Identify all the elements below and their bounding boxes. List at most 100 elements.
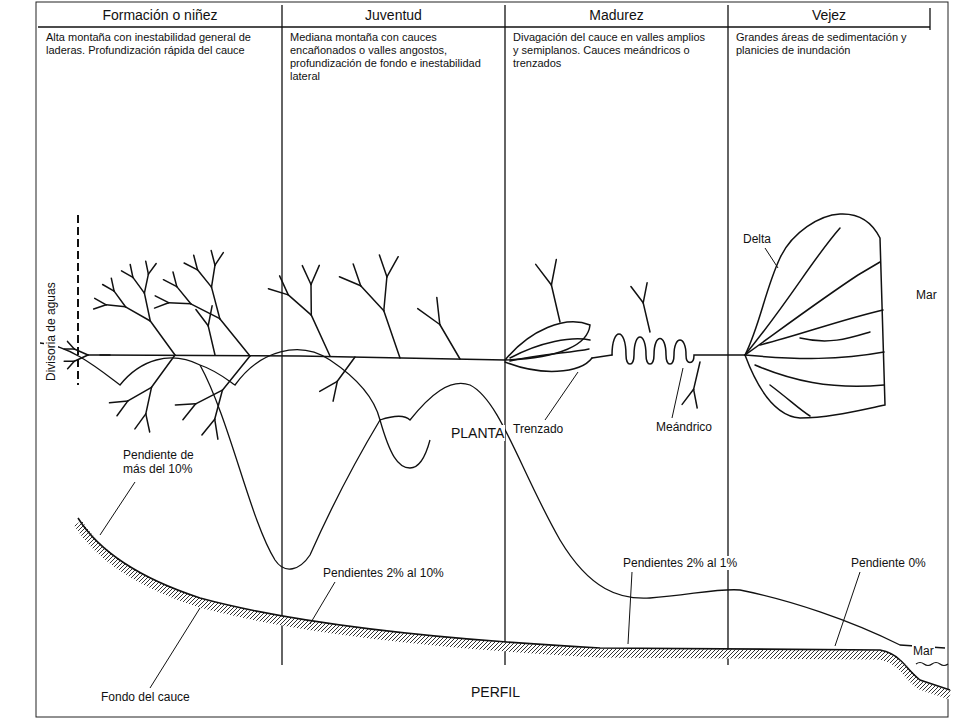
tributary	[208, 306, 212, 326]
tributary	[144, 274, 148, 293]
stage-band: JuventudMediana montaña con cauces encañ…	[286, 6, 501, 87]
tributary	[387, 257, 398, 277]
stage-band: VejezGrandes áreas de sedimentación y pl…	[732, 6, 926, 61]
tributary	[631, 287, 643, 303]
tributary	[148, 264, 156, 275]
tributary	[117, 401, 128, 416]
diagram-label: Delta	[742, 232, 772, 246]
diagram-label: Trenzado	[512, 422, 564, 436]
tributary	[222, 356, 250, 390]
tributary	[106, 305, 125, 307]
tributary	[551, 260, 556, 285]
tributary	[280, 276, 289, 295]
tributary	[208, 326, 215, 355]
tributary	[311, 265, 319, 284]
tributary	[150, 321, 175, 355]
tributary	[175, 404, 195, 405]
tributary	[220, 319, 250, 356]
tributary	[128, 387, 152, 401]
tributary	[126, 307, 151, 321]
stage-description: Grandes áreas de sedimentación y planici…	[732, 31, 914, 57]
tributary	[68, 361, 75, 369]
tributary	[212, 265, 216, 287]
stage-description: Divagación del cauce en valles amplios y…	[509, 31, 712, 70]
stage-heading: Madurez	[509, 6, 724, 24]
tributary	[146, 414, 150, 432]
tributary	[694, 389, 698, 408]
tributary	[682, 389, 694, 404]
tributary	[353, 264, 361, 286]
tributary	[202, 419, 215, 435]
diagram-label: Divisoria de aguas	[44, 281, 58, 382]
tributary	[333, 381, 337, 401]
tributary	[320, 381, 338, 391]
tributary	[196, 390, 223, 404]
tributary	[379, 255, 387, 277]
frame	[36, 2, 948, 717]
diagram-label: Mar	[915, 288, 938, 302]
tributary	[536, 264, 552, 285]
tributary	[68, 341, 75, 349]
tributary	[64, 360, 74, 362]
tributary	[183, 404, 196, 420]
stage-description: Mediana montaña con cauces encañonados o…	[286, 31, 489, 83]
tributary	[88, 354, 110, 356]
tributary	[198, 270, 212, 287]
tributary	[384, 277, 387, 311]
tributary	[302, 266, 311, 285]
tributary	[133, 277, 145, 293]
tributary	[114, 291, 125, 307]
tributary	[110, 401, 128, 403]
diagram-label: Pendientes 2% al 1%	[622, 556, 738, 570]
tributary	[194, 255, 198, 270]
tributary	[361, 286, 384, 311]
diagram-label: Pendiente 0%	[850, 556, 927, 570]
tributary	[146, 261, 149, 274]
tributary	[384, 311, 400, 358]
tributary	[155, 303, 169, 308]
stage-band: Formación o niñezAlta montaña con inesta…	[42, 6, 278, 61]
header-lines	[38, 5, 930, 665]
sea-waves	[916, 663, 948, 666]
tributary	[694, 362, 700, 389]
diagram-label: Meándrico	[655, 420, 713, 434]
profile-outlines	[40, 343, 945, 648]
tributary	[215, 253, 223, 266]
diagram-label: Pendientes 2% al 10%	[322, 566, 445, 580]
tributary	[643, 283, 647, 303]
tributary	[310, 285, 312, 316]
tributary	[191, 304, 220, 319]
stage-heading: Vejez	[732, 6, 926, 24]
diagram-label: Fondo del cauce	[100, 690, 191, 704]
stage-description: Alta montaña con inestabilidad general d…	[42, 31, 266, 57]
diagram-label: PLANTA	[450, 425, 505, 441]
stage-heading: Formación o niñez	[42, 6, 278, 24]
tributary	[643, 303, 650, 332]
tributary	[212, 287, 220, 319]
tributary	[135, 414, 146, 429]
tributary	[173, 272, 177, 287]
tributary	[437, 297, 440, 324]
tributary	[311, 315, 330, 356]
tributary	[95, 298, 107, 305]
tributary	[144, 293, 150, 321]
tributary	[177, 287, 191, 304]
tributary	[551, 285, 560, 322]
diagram-label: Pendiente de más del 10%	[122, 448, 204, 476]
tributary	[418, 309, 440, 325]
plan-rivers	[64, 214, 885, 439]
riverbed-line	[78, 518, 950, 690]
tributary	[196, 310, 208, 326]
tributary	[74, 349, 88, 355]
stage-heading: Juventud	[286, 6, 501, 24]
tributary	[288, 295, 311, 315]
tributary	[440, 325, 460, 360]
tributary	[146, 387, 152, 414]
tributary	[130, 265, 133, 278]
tributary	[94, 305, 107, 309]
diagram-label: Mar	[912, 644, 935, 658]
leader-lines	[100, 248, 860, 688]
tributary	[211, 251, 215, 266]
tributary	[215, 419, 218, 439]
